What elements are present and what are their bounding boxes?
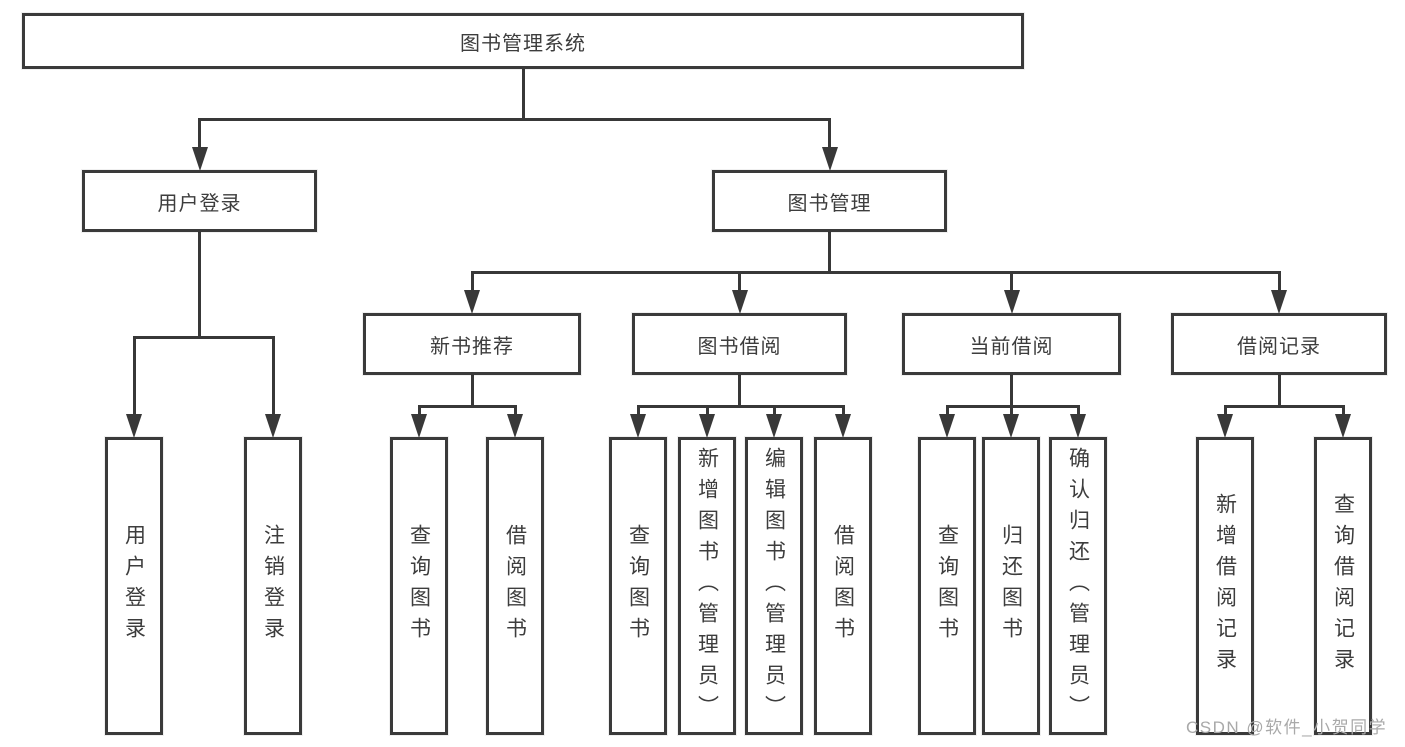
connector-drop-line: [1277, 375, 1281, 408]
connector-bus-line: [198, 118, 831, 121]
connector-stem-line: [1277, 271, 1281, 291]
connector-drop-line: [198, 232, 201, 339]
node-borrow-records: 借阅记录: [1171, 313, 1387, 375]
node-label: 归还图书: [999, 524, 1023, 648]
connector-bus-line: [417, 405, 517, 408]
connector-stem-line: [271, 336, 275, 415]
connector-bus-line: [945, 405, 1080, 408]
connector-stem-line: [772, 405, 776, 415]
node-query-books-1: 查询图书: [390, 437, 448, 735]
arrow-down-icon: [191, 147, 208, 171]
csdn-watermark: CSDN @软件_小贺同学: [1186, 718, 1388, 737]
arrow-down-icon: [835, 414, 851, 438]
connector-drop-line: [828, 232, 831, 274]
node-book-borrow: 图书借阅: [632, 313, 847, 375]
arrow-down-icon: [507, 414, 523, 438]
connector-drop-line: [738, 375, 741, 408]
connector-stem-line: [705, 405, 709, 415]
node-label: 编辑图书（管理员）: [762, 446, 786, 726]
arrow-down-icon: [699, 414, 715, 438]
node-logout-leaf: 注销登录: [244, 437, 302, 735]
node-add-books: 新增图书（管理员）: [678, 437, 736, 735]
node-current-borrow: 当前借阅: [902, 313, 1121, 375]
node-label: 确认归还（管理员）: [1066, 446, 1090, 726]
connector-stem-line: [828, 118, 831, 148]
node-label: 用户登录: [122, 524, 146, 648]
connector-drop-line: [521, 69, 525, 121]
arrow-down-icon: [1271, 290, 1287, 314]
node-label: 查询借阅记录: [1331, 493, 1355, 679]
connector-stem-line: [417, 405, 421, 415]
node-query-books-2: 查询图书: [609, 437, 667, 735]
arrow-down-icon: [1070, 414, 1086, 438]
node-label: 借阅记录: [1237, 335, 1321, 358]
arrow-down-icon: [766, 414, 782, 438]
connector-stem-line: [470, 271, 474, 291]
arrow-down-icon: [939, 414, 955, 438]
arrow-down-icon: [411, 414, 427, 438]
connector-stem-line: [738, 271, 741, 291]
connector-drop-line: [1010, 375, 1013, 408]
connector-stem-line: [636, 405, 640, 415]
node-label: 查询图书: [935, 524, 959, 648]
node-label: 注销登录: [261, 524, 285, 648]
node-label: 图书管理: [787, 192, 872, 215]
node-add-borrow-record: 新增借阅记录: [1196, 437, 1254, 735]
node-label: 当前借阅: [969, 335, 1054, 358]
arrow-down-icon: [265, 414, 281, 438]
node-new-book-rec: 新书推荐: [363, 313, 581, 375]
node-label: 借阅图书: [831, 524, 855, 648]
node-borrow-books-1: 借阅图书: [486, 437, 544, 735]
node-return-books: 归还图书: [982, 437, 1040, 735]
arrow-down-icon: [1217, 414, 1233, 438]
connector-drop-line: [470, 375, 474, 408]
node-label: 图书管理系统: [460, 32, 586, 55]
node-confirm-return: 确认归还（管理员）: [1049, 437, 1107, 735]
connector-stem-line: [513, 405, 517, 415]
connector-stem-line: [132, 336, 136, 415]
node-label: 新增图书（管理员）: [695, 446, 719, 726]
connector-stem-line: [198, 118, 201, 148]
node-label: 借阅图书: [503, 524, 527, 648]
connector-stem-line: [1010, 271, 1013, 291]
node-root: 图书管理系统: [22, 13, 1024, 69]
node-label: 图书借阅: [697, 335, 782, 358]
node-book-mgmt: 图书管理: [712, 170, 947, 232]
connector-stem-line: [945, 405, 949, 415]
node-label: 新增借阅记录: [1213, 493, 1237, 679]
node-label: 用户登录: [157, 192, 242, 215]
arrow-down-icon: [1003, 290, 1020, 314]
node-edit-books: 编辑图书（管理员）: [745, 437, 803, 735]
arrow-down-icon: [126, 414, 142, 438]
node-label: 查询图书: [626, 524, 650, 648]
node-borrow-books-2: 借阅图书: [814, 437, 872, 735]
arrow-down-icon: [464, 290, 480, 314]
arrow-down-icon: [731, 290, 748, 314]
node-user-login: 用户登录: [82, 170, 317, 232]
arrow-down-icon: [1335, 414, 1351, 438]
node-label: 查询图书: [407, 524, 431, 648]
arrow-down-icon: [1003, 414, 1019, 438]
node-query-books-3: 查询图书: [918, 437, 976, 735]
node-query-borrow-record: 查询借阅记录: [1314, 437, 1372, 735]
node-user-login-leaf: 用户登录: [105, 437, 163, 735]
connector-bus-line: [1223, 405, 1345, 408]
connector-bus-line: [636, 405, 845, 408]
arrow-down-icon: [821, 147, 838, 171]
arrow-down-icon: [630, 414, 646, 438]
node-label: 新书推荐: [430, 335, 514, 358]
connector-stem-line: [1341, 405, 1345, 415]
connector-stem-line: [841, 405, 845, 415]
connector-stem-line: [1076, 405, 1080, 415]
connector-bus-line: [132, 336, 275, 339]
connector-stem-line: [1009, 405, 1013, 415]
connector-stem-line: [1223, 405, 1227, 415]
connector-bus-line: [470, 271, 1281, 274]
